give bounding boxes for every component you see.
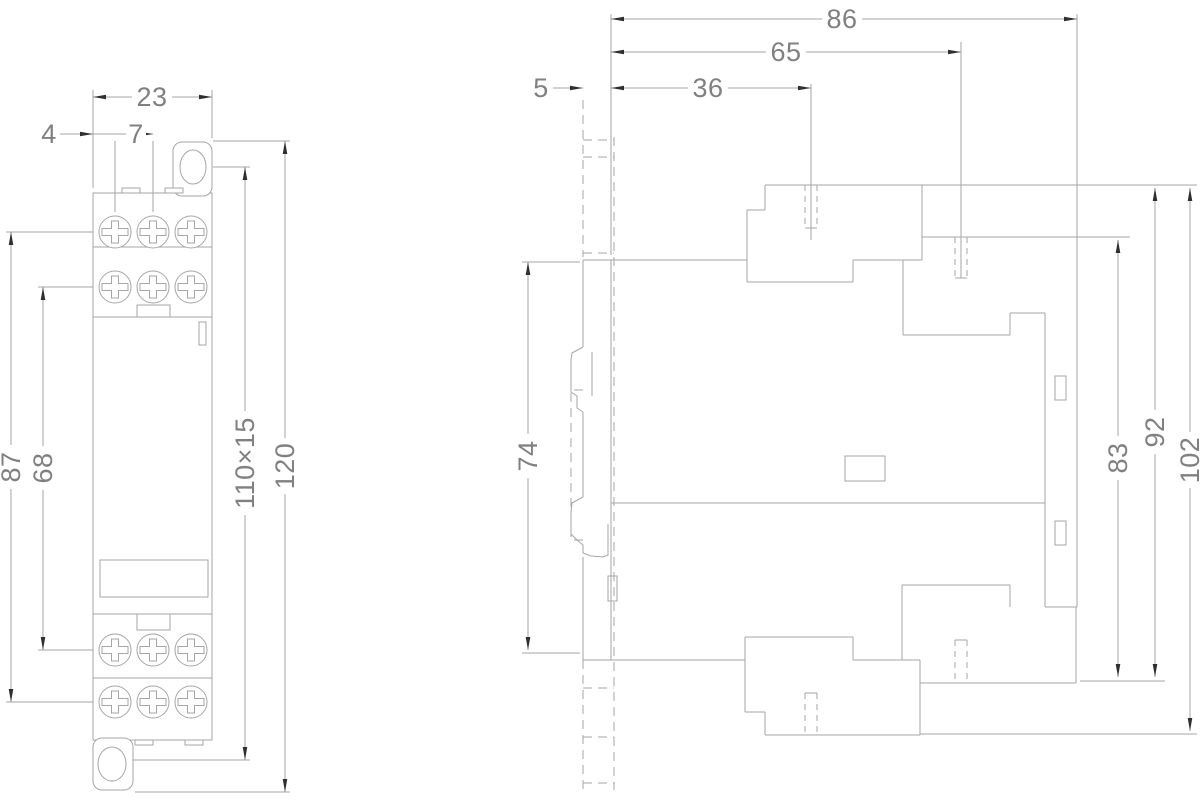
dim-height-overall-label: 102 xyxy=(1175,437,1200,484)
dim-screw-row1-depth: 36 xyxy=(688,73,728,103)
screw-terminal xyxy=(174,215,208,249)
center-tab xyxy=(136,304,171,318)
dim-screw-pitch-label: 7 xyxy=(128,119,144,149)
top-mounting-hole xyxy=(179,149,207,185)
screw-terminal xyxy=(98,685,132,719)
dim-front-width-label: 23 xyxy=(136,82,167,112)
side-recess xyxy=(844,455,886,482)
dim-front-height: 120 xyxy=(270,438,300,494)
dim-screw-offset-label: 4 xyxy=(41,119,57,149)
dim-terminal-front-span-label: 83 xyxy=(1103,442,1133,473)
top-notch xyxy=(121,187,141,194)
dim-mounting-holes: 110×15 xyxy=(230,411,260,515)
screw-terminal xyxy=(174,685,208,719)
bottom-notch xyxy=(134,739,154,746)
top-mounting-tab xyxy=(172,141,213,197)
terminal-screw-slots xyxy=(804,185,968,735)
dim-rail-offset: 5 xyxy=(533,73,549,103)
terminal-screw-slot-caps xyxy=(805,227,967,694)
dim-depth-total-label: 86 xyxy=(826,4,857,34)
center-tab xyxy=(136,613,171,631)
screw-terminal xyxy=(174,270,208,304)
dim-rail-offset-label: 5 xyxy=(533,73,549,103)
dim-terminal-front-span: 83 xyxy=(1103,436,1133,480)
screw-terminal xyxy=(98,215,132,249)
dim-front-width: 23 xyxy=(132,82,172,112)
din-rail-profile xyxy=(570,389,583,541)
front-vent-slot xyxy=(1054,375,1067,401)
screw-terminal xyxy=(136,270,170,304)
screw-terminal xyxy=(136,215,170,249)
rail-clip-lower-hook xyxy=(570,496,609,558)
side-view-dimensions xyxy=(522,14,1197,735)
dim-rail-cutout-height: 74 xyxy=(513,434,543,478)
front-vent-slot xyxy=(1054,520,1067,546)
dim-rail-cutout-height-label: 74 xyxy=(513,440,543,471)
dim-body-front-span-label: 92 xyxy=(1140,416,1170,447)
dim-screw-pitch: 7 xyxy=(126,119,146,149)
screw-terminal xyxy=(136,685,170,719)
dim-screw-row2-depth-label: 65 xyxy=(770,37,801,67)
dim-screw-offset: 4 xyxy=(41,119,57,149)
rail-clip-upper-hook xyxy=(570,346,584,413)
side-body-outline xyxy=(570,184,1078,736)
side-view xyxy=(570,100,1078,792)
dim-screw-row1-depth-label: 36 xyxy=(692,73,723,103)
screw-terminal xyxy=(98,270,132,304)
din-rail-dashed xyxy=(570,100,615,792)
dim-terminal-span-inner-label: 68 xyxy=(28,452,58,483)
back-vent-slot xyxy=(607,575,618,602)
dim-depth-total: 86 xyxy=(822,4,862,34)
screw-terminal xyxy=(136,633,170,667)
dim-front-height-label: 120 xyxy=(270,443,300,490)
dim-body-front-span: 92 xyxy=(1140,410,1170,454)
bottom-mounting-hole xyxy=(97,746,127,782)
dimension-labels: 23 4 7 87 68 110×15 120 86 xyxy=(0,4,1200,515)
dim-terminal-span-outer-label: 87 xyxy=(0,451,26,482)
dim-height-overall: 102 xyxy=(1175,432,1200,488)
dim-terminal-span-inner: 68 xyxy=(28,446,58,490)
front-view xyxy=(92,141,213,791)
dim-screw-row2-depth: 65 xyxy=(766,37,806,67)
screw-terminal xyxy=(174,633,208,667)
bottom-mounting-foot xyxy=(92,737,134,791)
dim-terminal-span-outer: 87 xyxy=(0,445,26,489)
front-tick-slot xyxy=(198,321,207,346)
top-notch xyxy=(164,187,184,194)
label-window xyxy=(99,559,209,598)
screw-terminal xyxy=(98,633,132,667)
dim-mounting-holes-label: 110×15 xyxy=(230,417,260,509)
bottom-notch xyxy=(184,739,204,746)
